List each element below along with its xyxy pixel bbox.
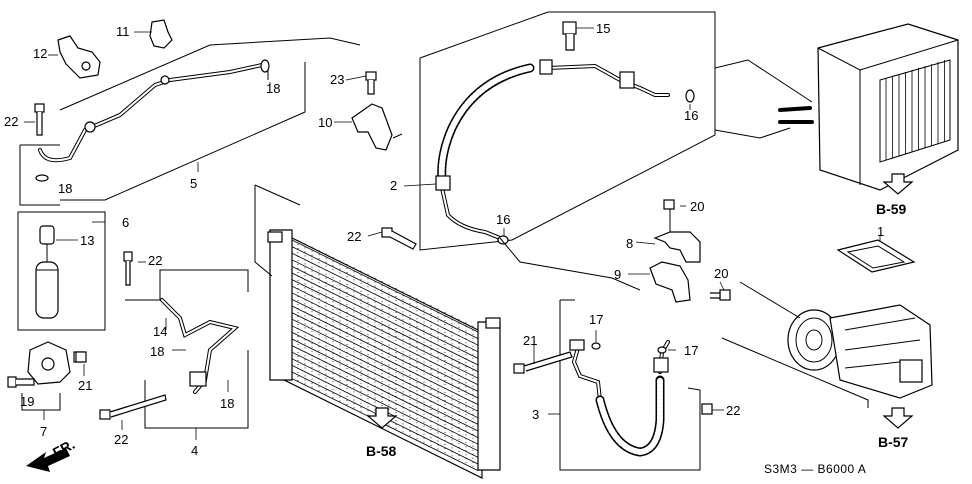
gasket-part-1[interactable] xyxy=(836,239,916,273)
callout-14: 14 xyxy=(153,324,167,339)
diagram-code: S3M3 — B6000 A xyxy=(764,462,866,476)
callout-8: 8 xyxy=(626,236,633,251)
oring-16-mid xyxy=(497,235,509,245)
callout-5: 5 xyxy=(190,176,197,191)
callout-22-center: 22 xyxy=(347,229,361,244)
callout-22-left: 22 xyxy=(4,114,18,129)
bolt-part-23[interactable] xyxy=(365,71,377,95)
callout-1: 1 xyxy=(877,224,884,239)
callout-22-lower: 22 xyxy=(114,432,128,447)
oring-18-left xyxy=(35,174,49,182)
clamp-arrow xyxy=(392,133,403,139)
nut-part-21-left[interactable] xyxy=(75,351,87,363)
callout-4: 4 xyxy=(191,443,198,458)
callout-18-low: 18 xyxy=(220,396,234,411)
suction-hose-part-2[interactable] xyxy=(435,59,670,240)
bolt-part-22-lower[interactable] xyxy=(99,394,167,420)
group-6-frame xyxy=(17,211,106,331)
group-7-frame xyxy=(21,393,61,411)
callout-21-right: 22 xyxy=(726,403,740,418)
callout-12: 12 xyxy=(33,46,47,61)
callout-17-left: 17 xyxy=(589,312,603,327)
callout-20-lower: 20 xyxy=(714,266,728,281)
bolt-part-22-center[interactable] xyxy=(381,227,417,250)
callout-9: 9 xyxy=(614,267,621,282)
receiver-bracket-part-7[interactable] xyxy=(27,341,85,385)
ref-arrow-b57 xyxy=(882,407,914,429)
oring-17-right xyxy=(657,346,667,354)
bracket-part-9[interactable] xyxy=(649,261,691,303)
callout-23: 23 xyxy=(330,72,344,87)
callout-22-mid: 22 xyxy=(148,253,162,268)
valve-cap-part-15[interactable] xyxy=(562,21,577,51)
ref-b57: B-57 xyxy=(878,434,909,450)
callout-13: 13 xyxy=(80,233,94,248)
clip-part-11[interactable] xyxy=(149,19,173,49)
bolt-part-20-lower[interactable] xyxy=(710,289,731,301)
nut-part-21-right[interactable] xyxy=(701,403,713,415)
callout-6: 6 xyxy=(122,215,129,230)
compressor[interactable] xyxy=(787,304,933,399)
callout-21-left: 21 xyxy=(78,378,92,393)
callout-20-top: 20 xyxy=(690,199,704,214)
callout-18-top: 18 xyxy=(266,81,280,96)
pipe-part-4[interactable] xyxy=(160,298,240,394)
hose-connector-line xyxy=(499,237,641,291)
callout-22-right: 21 xyxy=(523,333,537,348)
group-2-frame xyxy=(419,11,716,251)
callout-18-left: 18 xyxy=(58,181,72,196)
callout-3: 3 xyxy=(532,407,539,422)
ref-arrow-b58 xyxy=(366,407,398,429)
callout-2: 2 xyxy=(390,178,397,193)
condenser-frame-line xyxy=(254,184,301,277)
group-3-frame xyxy=(559,299,701,471)
ref-b59: B-59 xyxy=(876,201,907,217)
discharge-pipe-part-5[interactable] xyxy=(38,63,264,163)
callout-11: 11 xyxy=(116,24,130,39)
oring-18-top xyxy=(260,59,270,80)
callout-10: 10 xyxy=(318,115,332,130)
leader-lines xyxy=(24,27,881,440)
oring-17-left xyxy=(591,342,601,350)
callout-16-mid: 16 xyxy=(496,212,510,227)
ref-b58: B-58 xyxy=(366,443,397,459)
front-arrow-icon xyxy=(26,448,70,472)
bolt-part-19[interactable] xyxy=(7,376,35,388)
callout-15: 15 xyxy=(596,21,610,36)
callout-16-top: 16 xyxy=(684,108,698,123)
evaporator-lines xyxy=(714,59,813,139)
bolt-part-20-top[interactable] xyxy=(663,199,675,210)
bolt-part-22-left[interactable] xyxy=(34,103,45,136)
group-5-frame xyxy=(19,37,361,206)
bracket-part-12[interactable] xyxy=(57,35,101,79)
condenser[interactable] xyxy=(267,229,501,479)
discharge-hose-part-3[interactable] xyxy=(569,339,670,457)
compressor-lines xyxy=(721,281,869,408)
oring-16-top xyxy=(685,89,695,103)
callout-17-right: 17 xyxy=(684,343,698,358)
callout-18-mid: 18 xyxy=(150,344,164,359)
evaporator-unit[interactable] xyxy=(778,23,959,191)
callout-7: 7 xyxy=(40,424,47,439)
bolt-part-22-mid[interactable] xyxy=(123,251,133,286)
ref-arrow-b59 xyxy=(882,173,914,195)
receiver-dryer[interactable] xyxy=(35,225,59,319)
bolt-part-22-right[interactable] xyxy=(513,351,573,374)
callout-19: 19 xyxy=(20,394,34,409)
clamp-part-10[interactable] xyxy=(351,103,393,151)
